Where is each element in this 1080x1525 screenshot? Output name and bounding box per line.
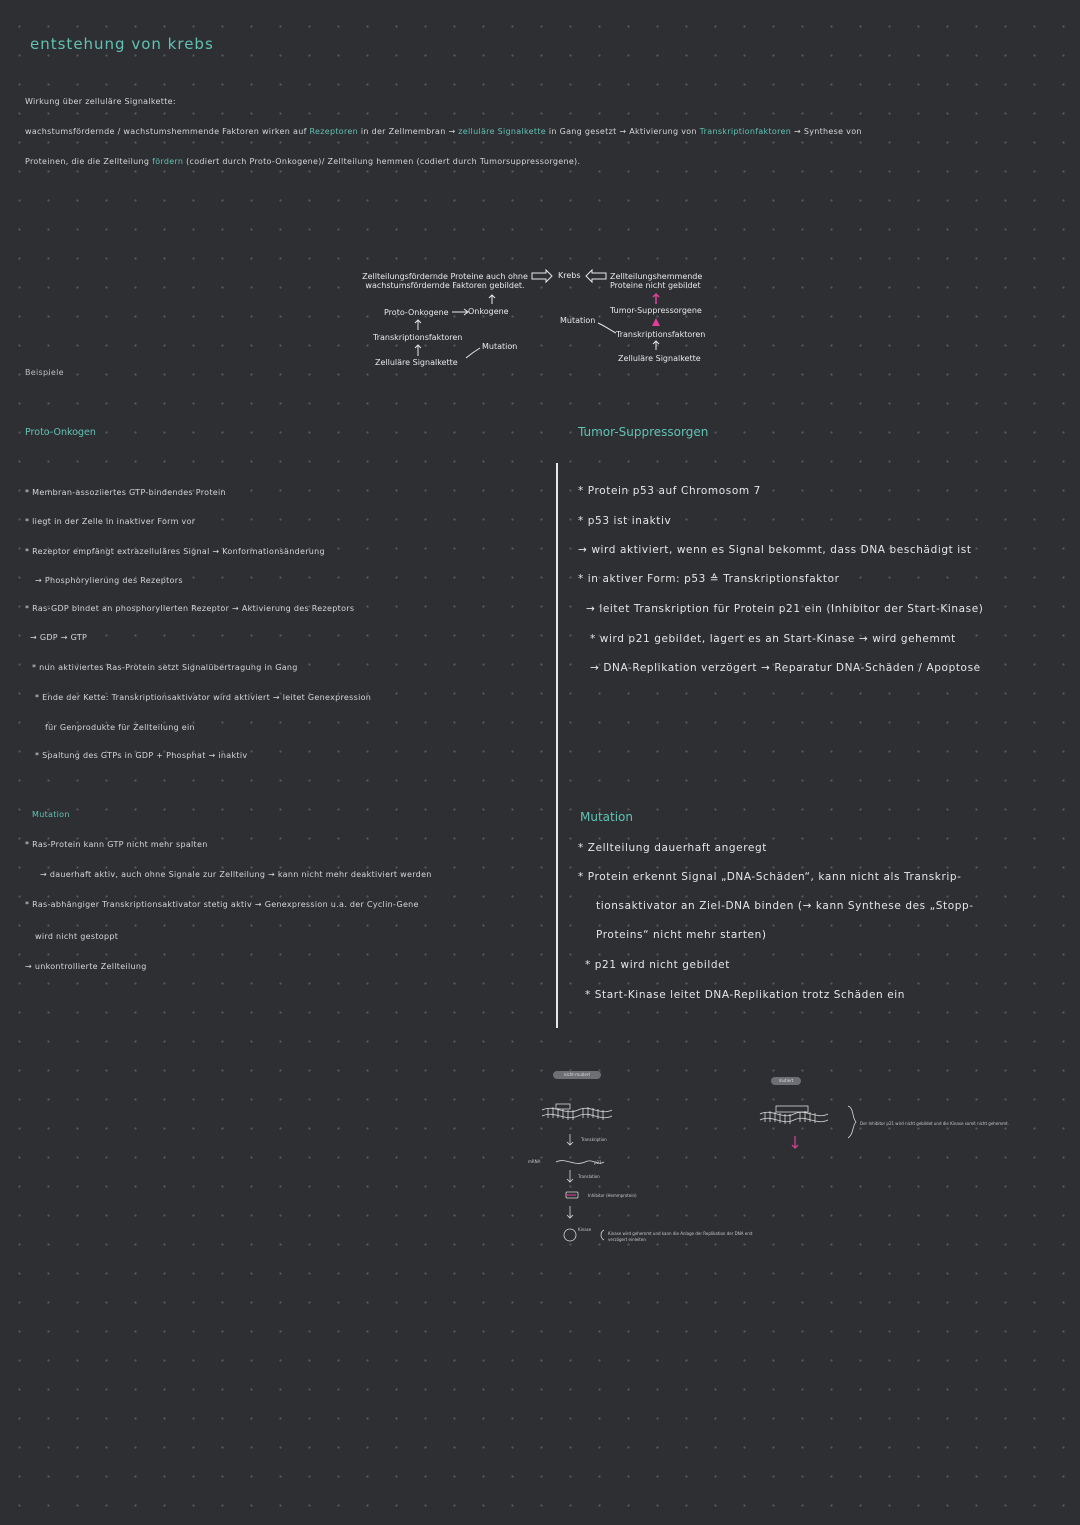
- diagram-signal-left: Zelluläre Signalkette: [375, 358, 458, 367]
- signal-line-1-g: → Synthese von: [793, 127, 862, 136]
- proto-line: * Ras-GDP bindet an phosphorylierten Rez…: [25, 604, 355, 613]
- proto-mutation-heading: Mutation: [32, 810, 70, 819]
- diagram-onko: Onkogene: [468, 307, 509, 316]
- tumor-line: * Protein p53 auf Chromosom 7: [578, 485, 761, 497]
- mini-transkription: Transkription: [581, 1137, 607, 1142]
- tumor-mutation-line: * Start-Kinase leitet DNA-Replikation tr…: [585, 989, 906, 1001]
- mini-p21: p21: [594, 1160, 602, 1165]
- diagram-krebs: Krebs: [558, 271, 581, 280]
- beispiele-heading: Beispiele: [25, 368, 64, 377]
- tumor-mutation-line: tionsaktivator an Ziel-DNA binden (→ kan…: [596, 900, 974, 912]
- proto-mutation-line: * Ras-Protein kann GTP nicht mehr spalte…: [25, 840, 208, 849]
- mini-note-right: Der Inhibitor p21 wird nicht gebildet un…: [860, 1121, 1009, 1126]
- signal-line-2-a: Proteinen, die die Zellteilung: [25, 157, 150, 166]
- page-title: entstehung von krebs: [30, 35, 214, 53]
- signal-line-1-f: Transkriptionfaktoren: [699, 127, 792, 136]
- tumor-line: * p53 ist inaktiv: [578, 515, 672, 527]
- proto-mutation-line: wird nicht gestoppt: [35, 932, 119, 941]
- signal-line-1-d: zelluläre Signalkette: [458, 127, 546, 136]
- signal-line-1-a: wachstumsfördernde / wachstumshemmende F…: [25, 127, 307, 136]
- label-nicht-mutiert: nicht-mutiert: [553, 1071, 601, 1079]
- diagram-tf-right: Transkriptionsfaktoren: [616, 330, 706, 339]
- tumor-mutation-line: * p21 wird nicht gebildet: [585, 959, 730, 971]
- label-mutiert: mutiert: [771, 1077, 801, 1085]
- diagram-right-top-2: Proteine nicht gebildet: [610, 281, 701, 290]
- diagram-right-top-1: Zellteilungshemmende: [610, 272, 703, 281]
- proto-onkogen-heading: Proto-Onkogen: [25, 427, 96, 438]
- diagram-right-top: Zellteilungshemmende Proteine nicht gebi…: [610, 272, 703, 290]
- diagram-left-top-2: wachstumsfördernde Faktoren gebildet.: [365, 281, 525, 290]
- mini-inhibitor: Inhibitor (Hemmprotein): [588, 1193, 637, 1198]
- column-divider: [556, 463, 558, 1028]
- proto-mutation-line: → unkontrollierte Zellteilung: [25, 962, 147, 971]
- signal-heading: Wirkung über zelluläre Signalkette:: [25, 97, 176, 106]
- tumor-line: * in aktiver Form: p53 ≙ Transkriptionsf…: [578, 573, 840, 585]
- mini-translation: Translation: [578, 1174, 600, 1179]
- proto-line: * Spaltung des GTPs in GDP + Phosphat → …: [35, 751, 248, 760]
- proto-mutation-line: → dauerhaft aktiv, auch ohne Signale zur…: [40, 870, 432, 879]
- diagram-tsg: Tumor-Suppressorgene: [610, 306, 702, 315]
- signal-line-2-c: (codiert durch Proto-Onkogene)/ Zellteil…: [186, 157, 581, 166]
- tumor-mutation-line: * Zellteilung dauerhaft angeregt: [578, 842, 767, 854]
- diagram-mutation-right: Mutation: [560, 316, 596, 325]
- signal-line-1-b: Rezeptoren: [309, 127, 358, 136]
- tumor-mutation-line: * Protein erkennt Signal „DNA-Schäden“, …: [578, 871, 962, 883]
- signal-line-1-e: in Gang gesetzt → Aktivierung von: [548, 127, 697, 136]
- tumor-line: * wird p21 gebildet, lagert es an Start-…: [590, 633, 956, 645]
- proto-line: * Rezeptor empfängt extrazelluläres Sign…: [25, 547, 325, 556]
- tumor-line: → leitet Transkription für Protein p21 e…: [586, 603, 984, 615]
- tumor-line: → DNA-Replikation verzögert → Reparatur …: [590, 662, 981, 674]
- tumor-heading: Tumor-Suppressorgen: [578, 425, 709, 439]
- proto-line: * Ende der Kette: Transkriptionsaktivato…: [35, 693, 372, 702]
- diagram-mutation-left: Mutation: [482, 342, 518, 351]
- diagram-left-top-1: Zellteilungsfördernde Proteine auch ohne: [362, 272, 528, 281]
- proto-line: für Genprodukte für Zellteilung ein: [45, 723, 195, 732]
- proto-line: → Phosphorylierung des Rezeptors: [35, 576, 183, 585]
- tumor-mutation-line: Proteins“ nicht mehr starten): [596, 929, 767, 941]
- diagram-proto: Proto-Onkogene: [384, 308, 449, 317]
- diagram-signal-right: Zelluläre Signalkette: [618, 354, 701, 363]
- signal-line-1: wachstumsfördernde / wachstumshemmende F…: [25, 127, 862, 136]
- mini-kinase: Kinase: [578, 1227, 592, 1232]
- tumor-line: → wird aktiviert, wenn es Signal bekommt…: [578, 544, 972, 556]
- tumor-mutation-heading: Mutation: [580, 810, 634, 824]
- signal-line-1-c: in der Zellmembran →: [360, 127, 456, 136]
- diagram-tf-left: Transkriptionsfaktoren: [373, 333, 463, 342]
- proto-line: * Membran-assoziiertes GTP-bindendes Pro…: [25, 488, 226, 497]
- signal-line-2: Proteinen, die die Zellteilung fördern (…: [25, 157, 580, 166]
- proto-line: * liegt in der Zelle in inaktiver Form v…: [25, 517, 196, 526]
- proto-mutation-line: * Ras-abhängiger Transkriptionsaktivator…: [25, 900, 419, 909]
- diagram-left-top: Zellteilungsfördernde Proteine auch ohne…: [360, 272, 530, 290]
- signal-line-2-b: fördern: [152, 157, 184, 166]
- mini-mrna: mRNA: [528, 1159, 541, 1164]
- proto-line: → GDP → GTP: [30, 633, 88, 642]
- proto-line: * nun aktiviertes Ras-Protein setzt Sign…: [32, 663, 298, 672]
- mini-note-left: Kinase wird gehemmt und kann die Anlage …: [608, 1231, 753, 1242]
